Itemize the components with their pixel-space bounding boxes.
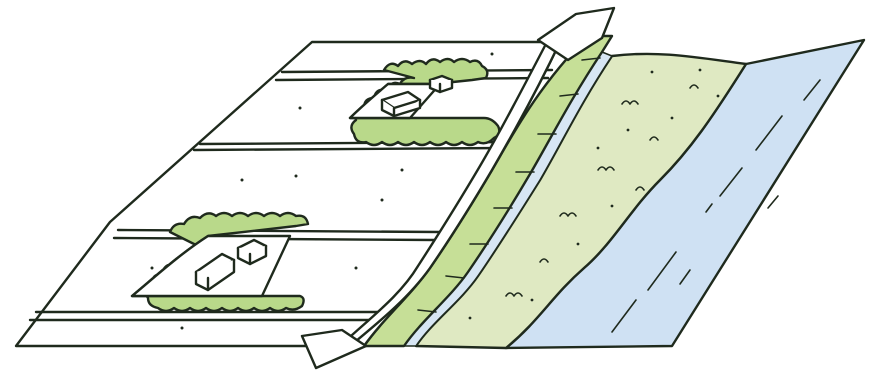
house-icon	[430, 76, 452, 92]
